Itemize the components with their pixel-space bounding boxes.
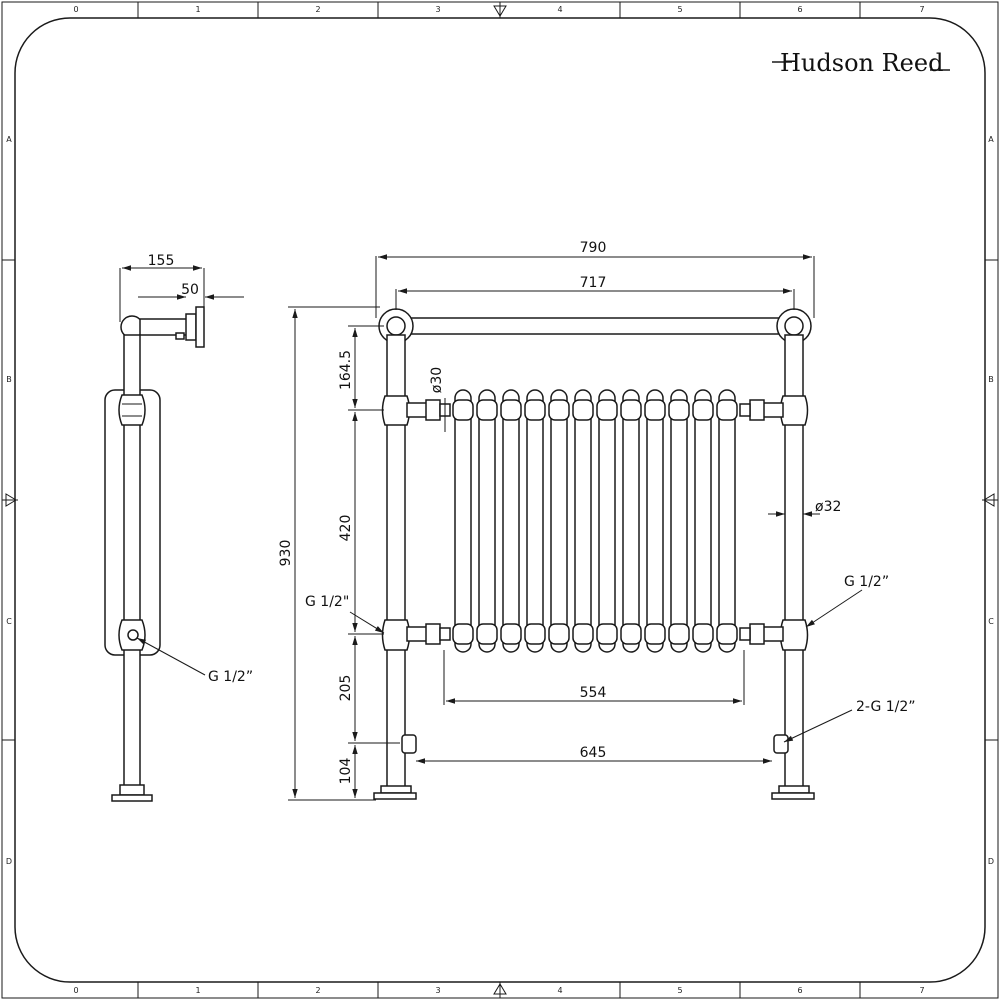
grid-row-label: C <box>988 617 994 626</box>
radiator-columns <box>452 389 738 653</box>
column-header-joint <box>668 623 690 645</box>
grid-col-label: 6 <box>797 986 802 995</box>
dim-lower-to-base: 205 <box>338 675 354 702</box>
column-header-joint <box>620 623 642 645</box>
column-header-joint <box>596 399 618 421</box>
column-header-joint <box>524 623 546 645</box>
grid-col-label: 7 <box>919 5 924 14</box>
grid-row-label: D <box>6 857 12 866</box>
dim-section-height: 420 <box>338 515 354 542</box>
radiator-column <box>502 389 520 653</box>
dim-rail-width: 717 <box>580 275 607 291</box>
grid-col-label: 2 <box>315 986 320 995</box>
radiator-column <box>550 389 568 653</box>
label-left-connection: G 1/2" <box>305 594 349 610</box>
grid-labels-right: A B C D <box>988 135 994 866</box>
grid-col-label: 4 <box>557 5 562 14</box>
grid-col-label: 3 <box>435 986 440 995</box>
dim-base: 104 <box>338 758 354 785</box>
grid-col-label: 1 <box>195 5 200 14</box>
side-view <box>104 265 244 802</box>
dim-overall-height: 930 <box>278 540 294 567</box>
radiator-column <box>646 389 664 653</box>
column-header-joint <box>500 623 522 645</box>
grid-labels-top: 0 1 2 3 4 5 6 7 <box>73 5 924 14</box>
grid-col-label: 3 <box>435 5 440 14</box>
grid-col-label: 5 <box>677 5 682 14</box>
column-header-joint <box>452 623 474 645</box>
grid-col-label: 0 <box>73 986 78 995</box>
dim-side-bracket: 50 <box>181 282 199 298</box>
column-header-joint <box>476 623 498 645</box>
column-header-joint <box>572 623 594 645</box>
radiator-column <box>694 389 712 653</box>
grid-row-label: D <box>988 857 994 866</box>
column-header-joint <box>716 399 738 421</box>
column-header-joint <box>692 399 714 421</box>
radiator-column <box>478 389 496 653</box>
grid-row-label: A <box>988 135 994 144</box>
dim-valve-centres: 645 <box>580 745 607 761</box>
dim-post-diameter: ø32 <box>815 499 841 515</box>
grid-col-label: 1 <box>195 986 200 995</box>
grid-col-label: 0 <box>73 5 78 14</box>
column-header-joint <box>668 399 690 421</box>
column-header-joint <box>476 399 498 421</box>
column-header-joint <box>596 623 618 645</box>
column-header-joint <box>452 399 474 421</box>
grid-labels-left: A B C D <box>6 135 12 866</box>
column-header-joint <box>500 399 522 421</box>
label-side-connection: G 1/2” <box>208 669 253 685</box>
dim-overall-width: 790 <box>580 240 607 256</box>
column-header-joint <box>524 399 546 421</box>
grid-labels-bottom: 0 1 2 3 4 5 6 7 <box>73 986 924 995</box>
column-header-joint <box>572 399 594 421</box>
radiator-column <box>718 389 736 653</box>
radiator-column <box>574 389 592 653</box>
column-header-joint <box>716 623 738 645</box>
column-header-joint <box>692 623 714 645</box>
grid-col-label: 2 <box>315 5 320 14</box>
radiator-column <box>454 389 472 653</box>
label-right-connection: G 1/2” <box>844 574 889 590</box>
dim-top-to-header: 164.5 <box>338 350 354 390</box>
column-header-joint <box>644 623 666 645</box>
brand-name: Hudson Reed <box>780 49 943 77</box>
grid-col-label: 6 <box>797 5 802 14</box>
grid-row-label: B <box>988 375 994 384</box>
grid-row-label: B <box>6 375 12 384</box>
column-header-joint <box>620 399 642 421</box>
grid-col-label: 7 <box>919 986 924 995</box>
brand-logo: Hudson Reed <box>772 49 950 77</box>
column-header-joint <box>644 399 666 421</box>
radiator-column <box>622 389 640 653</box>
front-view <box>288 254 863 801</box>
radiator-column <box>526 389 544 653</box>
radiator-column <box>670 389 688 653</box>
grid-row-label: C <box>6 617 12 626</box>
grid-row-label: A <box>6 135 12 144</box>
dim-radiator-width: 554 <box>580 685 607 701</box>
label-valve-connections: 2-G 1/2” <box>856 699 916 715</box>
dim-column-diameter: ø30 <box>429 367 445 393</box>
grid-col-label: 5 <box>677 986 682 995</box>
column-header-joint <box>548 623 570 645</box>
dim-side-depth: 155 <box>148 253 175 269</box>
column-header-joint <box>548 399 570 421</box>
radiator-column <box>598 389 616 653</box>
grid-col-label: 4 <box>557 986 562 995</box>
